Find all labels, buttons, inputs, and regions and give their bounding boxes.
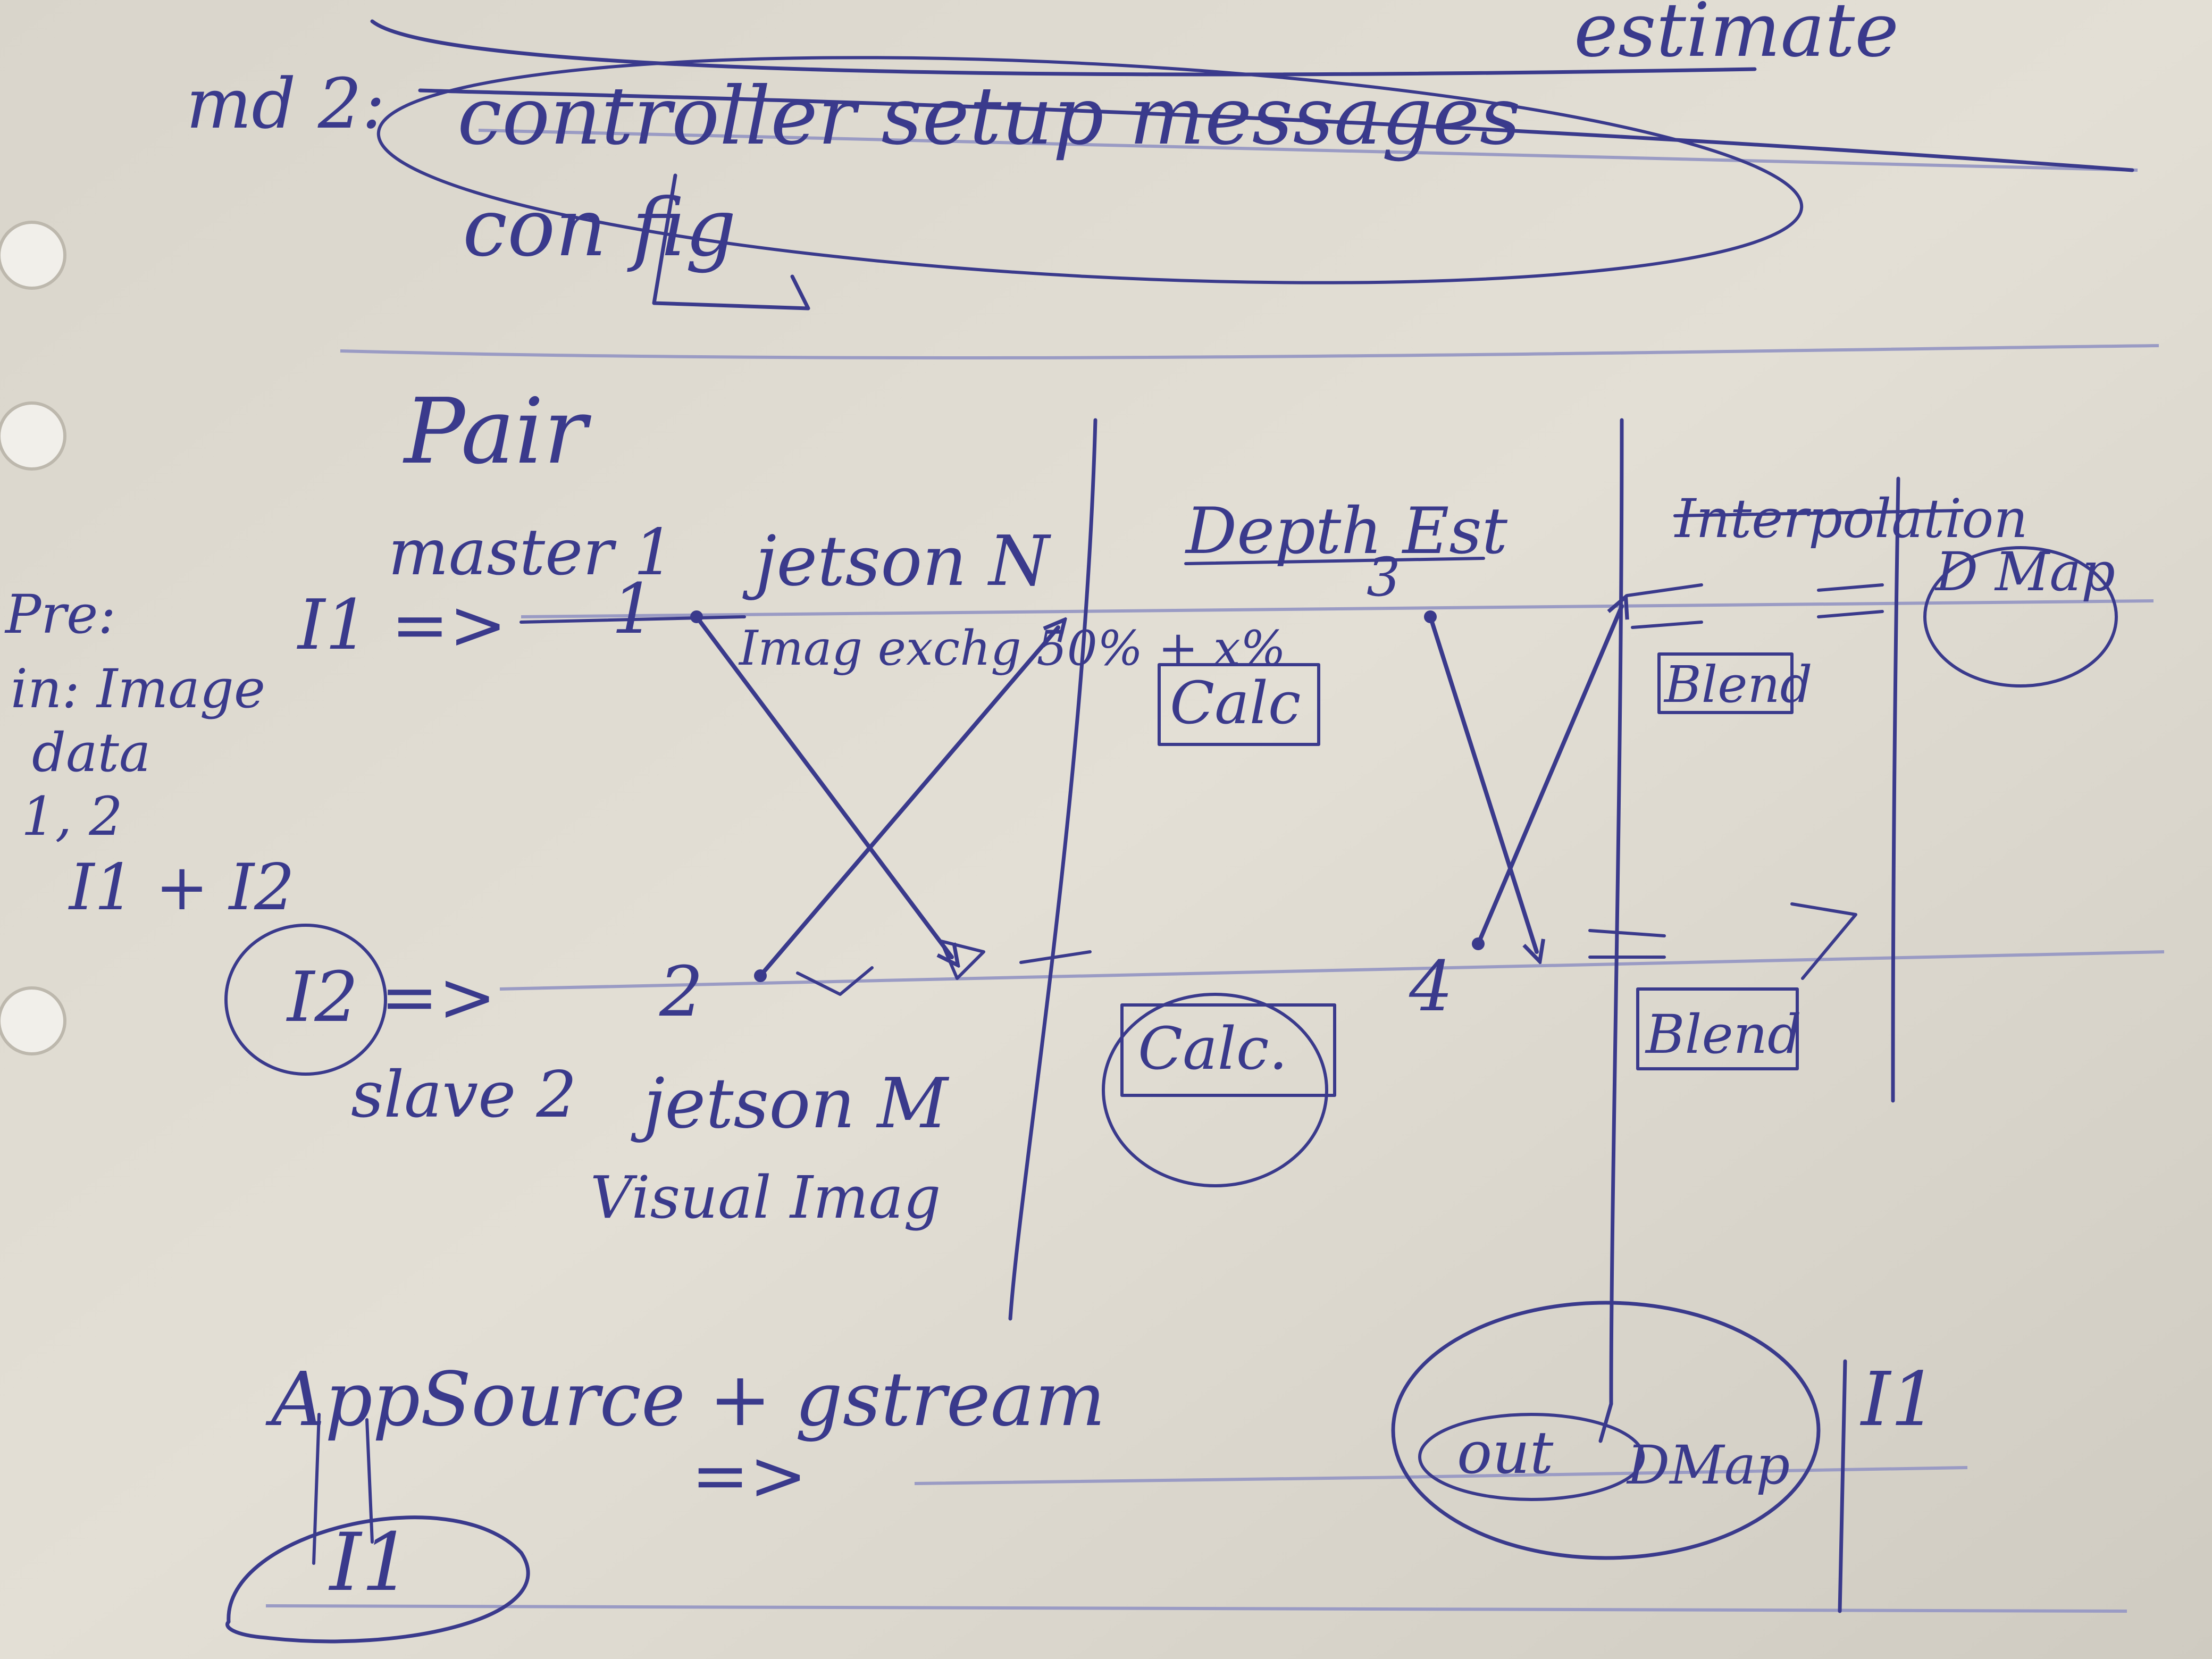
slave-role: slave 2 (351, 1058, 577, 1132)
depth-heading: Depth Est (1185, 495, 1508, 568)
config-text: con fig (463, 182, 736, 274)
right-i1: I1 (1859, 1356, 1938, 1443)
master-input: I1 => (297, 584, 507, 665)
i2-circle (224, 924, 387, 1076)
bottom-arrow: => (691, 1435, 807, 1516)
interpolation-heading: Interpolation (1674, 488, 2028, 550)
punch-holes (0, 221, 66, 1055)
pair-heading: Pair (403, 379, 591, 484)
pre-line-3: data (32, 722, 150, 784)
slave-input: I2 => (286, 957, 496, 1037)
image-exchange: Imag exchg 50% + x% (738, 621, 1286, 676)
setup-messages-text: controller setup messages (457, 70, 1521, 163)
top-section: estimate md 2: controller setup messages… (186, 0, 2134, 311)
blend-top: Blend (1663, 656, 1812, 714)
dmap-top: D Map (1934, 541, 2115, 603)
slave-node: 2 (659, 951, 703, 1032)
depth-node-4: 4 (1409, 946, 1453, 1027)
visual-image-note: Visual Imag (590, 1163, 941, 1231)
depth-column: Depth Est 3 Calc 4 Calc. (1102, 495, 1622, 1187)
pre-line-5: I1 + I2 (68, 851, 295, 925)
calc-bottom-circle (1102, 993, 1328, 1187)
partial-estimate-text: estimate (1574, 0, 1899, 74)
blend-top-box (1657, 652, 1794, 714)
out-label: out (1457, 1419, 1554, 1487)
out-dmap: DMap (1626, 1434, 1790, 1496)
master-device: jetson N (742, 521, 1052, 601)
appsource-text: AppSource + gstream (265, 1356, 1105, 1443)
out-ellipse (1391, 1301, 1821, 1560)
setup-ellipse (376, 56, 1804, 284)
out-inner-ellipse (1418, 1413, 1645, 1501)
pre-line-1: Pre: (4, 583, 116, 646)
slave-row: I2 => 2 slave 2 jetson M Visual Imag (224, 924, 1092, 1231)
dmap-top-ellipse (1923, 546, 2118, 688)
exchange-arrows (694, 615, 1058, 980)
blend-bottom-box (1636, 987, 1799, 1070)
column-dividers (1008, 418, 1900, 1613)
pre-block: Pre: in: Image data 1, 2 I1 + I2 (4, 583, 295, 925)
calc-top: Calc (1170, 669, 1301, 737)
pre-line-4: 1, 2 (21, 785, 123, 848)
calc-bottom-box (1120, 1003, 1336, 1097)
master-row: I1 => master 1 jetson N 1 Imag exchg 50%… (297, 516, 1286, 676)
md-label: md 2: (186, 63, 385, 144)
master-node: 1 (611, 568, 656, 649)
slave-device: jetson M (631, 1063, 950, 1144)
calc-bottom: Calc. (1138, 1015, 1288, 1083)
bottom-i1: I1 (328, 1516, 412, 1609)
depth-node-3: 3 (1367, 546, 1401, 608)
calc-top-box (1158, 663, 1320, 746)
blend-bottom: Blend (1645, 1003, 1802, 1066)
master-role: master 1 (388, 516, 674, 590)
bottom-section: AppSource + gstream => I1 out DMap I1 (225, 1301, 1938, 1644)
pre-line-2: in: Image (11, 658, 265, 720)
blend-column: Interpolation D Map Blend Blend (1588, 488, 2118, 1070)
